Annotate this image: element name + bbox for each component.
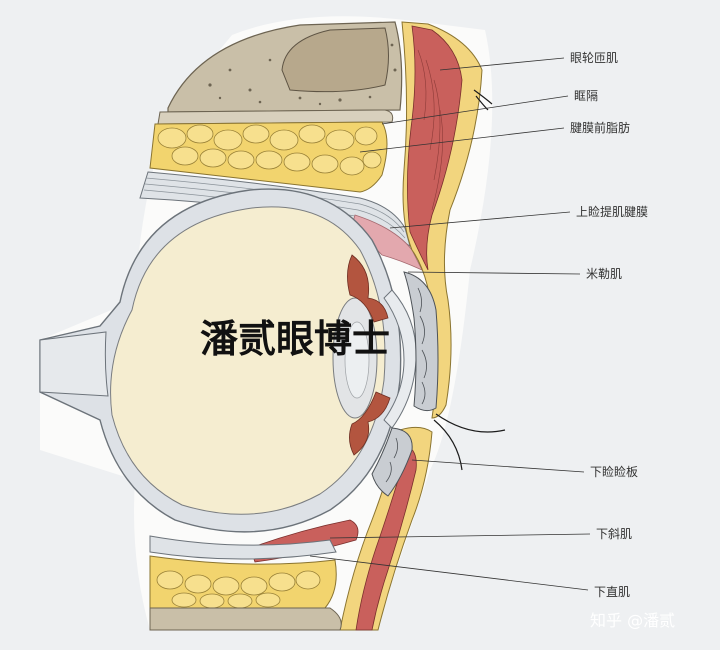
lower-fat-lobules xyxy=(156,570,321,609)
credit-text: 知乎 @潘贰 xyxy=(590,611,675,630)
lens-core xyxy=(344,321,370,399)
label-inferior-oblique: 下斜肌 xyxy=(596,527,632,541)
illustration xyxy=(39,16,506,631)
iris-upper xyxy=(347,254,389,323)
eyelashes xyxy=(433,89,506,471)
upper-tarsus xyxy=(403,271,439,412)
leader-lines xyxy=(309,57,591,591)
leader-lower-tarsus xyxy=(411,459,585,473)
leader-inferior-rectus xyxy=(309,555,589,591)
label-muller-muscle: 米勒肌 xyxy=(586,267,622,281)
orbicularis-fibers xyxy=(417,49,443,211)
leader-muller-muscle xyxy=(407,271,581,275)
label-inferior-rectus: 下直肌 xyxy=(594,585,630,599)
orbital-roof xyxy=(157,109,394,125)
leader-inferior-oblique xyxy=(329,533,591,539)
bone-texture xyxy=(208,43,397,106)
lower-orbicularis xyxy=(355,445,417,631)
upper-fat-lobules xyxy=(157,124,382,176)
frontal-sinus xyxy=(281,27,389,93)
label-orbicularis: 眼轮匝肌 xyxy=(570,51,618,65)
upper-orbicularis xyxy=(407,25,463,271)
label-preaponeurotic-fat: 腱膜前脂肪 xyxy=(570,120,630,135)
label-lower-tarsus: 下睑睑板 xyxy=(590,465,638,479)
iris-lower xyxy=(349,391,391,456)
leader-orbicularis xyxy=(439,57,565,71)
leader-preaponeurotic-fat xyxy=(359,127,565,153)
label-levator-aponeurosis: 上睑提肌腱膜 xyxy=(576,204,648,219)
inferior-rectus-muscle xyxy=(149,535,337,560)
leader-levator-aponeurosis xyxy=(389,211,571,229)
leader-orbital-septum xyxy=(381,95,569,125)
optic-nerve xyxy=(39,331,109,397)
meibomian-lower xyxy=(385,437,398,483)
label-orbital-septum: 眶隔 xyxy=(574,89,598,103)
watermark-text: 潘贰眼博士 xyxy=(200,317,390,361)
eyeball-interior xyxy=(110,206,386,515)
lower-tarsus xyxy=(371,427,413,497)
meibomian-upper xyxy=(417,287,427,405)
lower-orbital-floor xyxy=(149,607,342,631)
